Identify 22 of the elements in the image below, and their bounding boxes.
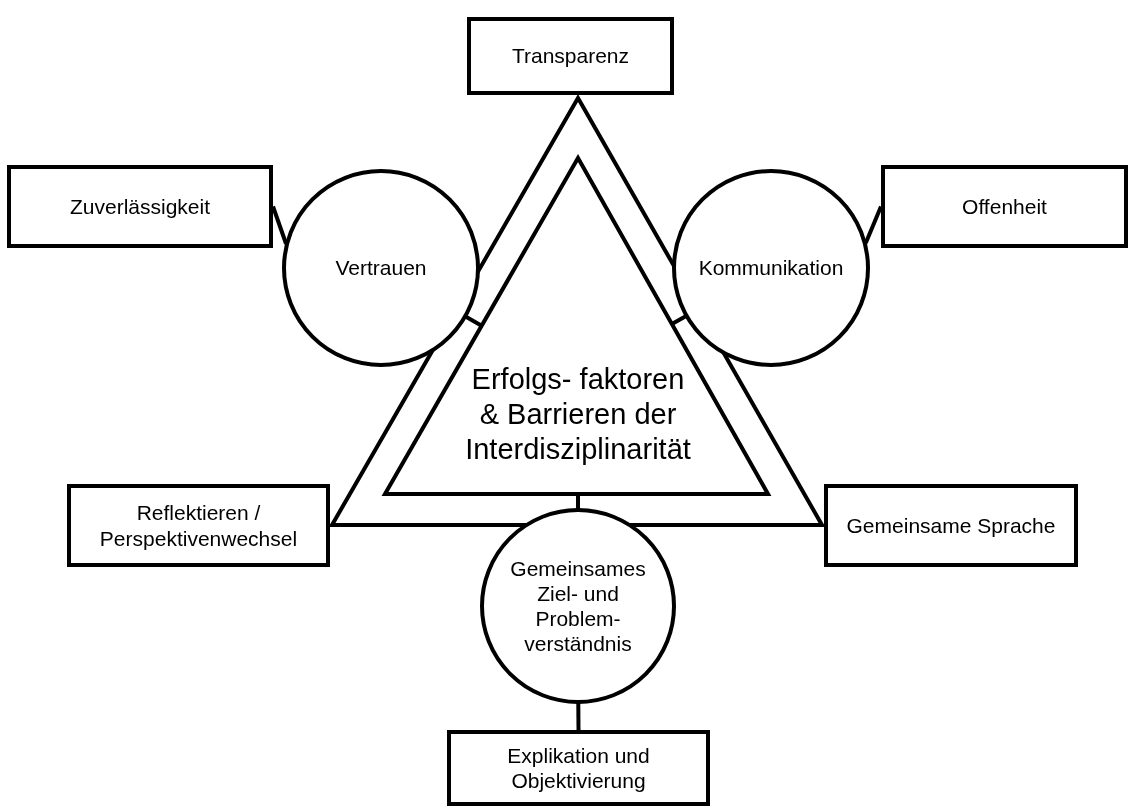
connector-line <box>576 494 580 509</box>
connector-line <box>271 205 288 245</box>
central-text: Erfolgs- faktoren & Barrieren der Interdisziplinarität <box>464 362 692 467</box>
concept-label: Zuverlässigkeit <box>69 193 211 220</box>
factor-label: Kommunikation <box>697 255 845 281</box>
concept-box <box>467 17 674 95</box>
concept-box <box>67 484 330 567</box>
connector-line <box>464 315 483 328</box>
concept-label: Offenheit <box>962 193 1047 220</box>
connector-line <box>863 205 883 244</box>
concept-box <box>881 165 1128 248</box>
concept-box <box>447 730 710 806</box>
concept-label: Explikation und Objektivierung <box>506 742 651 794</box>
factor-label: Vertrauen <box>334 255 428 281</box>
concept-box <box>7 165 273 248</box>
connector-line <box>670 314 687 326</box>
concept-label: Gemeinsame Sprache <box>846 512 1056 539</box>
concept-label: Transparenz <box>511 43 630 69</box>
connector-line <box>576 703 581 730</box>
concept-box <box>824 484 1078 567</box>
concept-label: Reflektieren / Perspektivenwechsel <box>98 500 299 551</box>
factor-label: Gemeinsames Ziel- und Problem- verständnis <box>509 555 647 657</box>
